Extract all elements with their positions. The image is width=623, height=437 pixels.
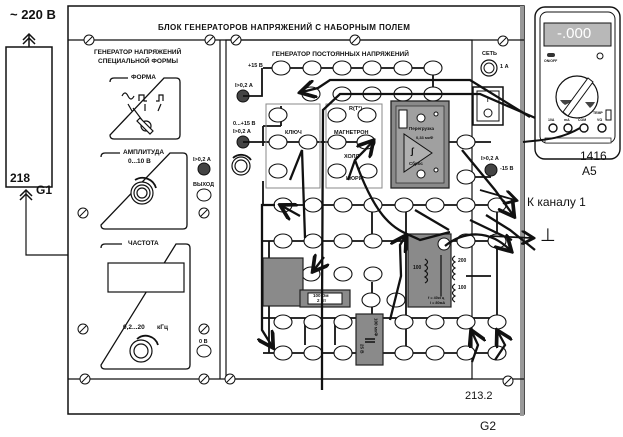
capacitor-voltage: 25 В (359, 344, 365, 354)
channel1-wire (479, 189, 515, 200)
integrator-symbol: ∫ (411, 146, 414, 156)
multimeter-display-bg (543, 22, 612, 47)
supply-label: ~ 220 В (10, 7, 56, 22)
multimeter-display: -.000 (557, 25, 592, 42)
integrator-overload-label: Перегрузка (409, 126, 434, 131)
jack-com-label: COM (578, 118, 587, 122)
breadboard-sockets (268, 60, 507, 361)
curie-label: КЮРИ (346, 176, 363, 182)
frequency-display (107, 262, 185, 293)
amplitude-knob (130, 176, 157, 205)
key-module (265, 103, 321, 189)
resistor-power: 2 Вт (317, 298, 327, 303)
adj-voltage-label: 0...+15 В (233, 121, 256, 127)
frequency-unit: кГц (157, 324, 168, 331)
g1-designator: G1 (36, 183, 53, 197)
jack-ma-label: mA (564, 118, 570, 122)
multimeter-power-label: ON/OFF (544, 59, 558, 63)
amplitude-range: 0...10 В (128, 158, 151, 165)
ground-label: 0 В (199, 339, 208, 345)
magnetron-label: МАГНЕТРОН (334, 130, 369, 136)
waveform-icons (121, 92, 164, 112)
minus15-label: -15 В (500, 166, 514, 172)
integrator-reset-label: Сброс (409, 161, 423, 166)
amplitude-label: АМПЛИТУДА (123, 149, 165, 156)
transformer-spec-1: f = 40кГц (428, 296, 445, 300)
capacitor-value: 100 мкФ (373, 318, 379, 337)
ground-wire (489, 236, 532, 238)
g2-title: БЛОК ГЕНЕРАТОРОВ НАПРЯЖЕНИЙ С НАБОРНЫМ П… (158, 23, 411, 32)
jack-v-label: VΩ (597, 118, 603, 122)
g2-model: 213.2 (465, 390, 493, 402)
channel1-label: К каналу 1 (527, 195, 586, 209)
integrator-cap-label: 0,33 мкФ (416, 135, 434, 140)
g1-block (5, 46, 53, 188)
ground-symbol: ⊥ (540, 225, 556, 245)
multimeter-model: 1416 (580, 149, 607, 163)
dc-gen-title: ГЕНЕРАТОР ПОСТОЯННЫХ НАПРЯЖЕНИЙ (272, 51, 409, 58)
key-label: КЛЮЧ (285, 130, 302, 136)
resistor-value: 100 Ом (313, 293, 329, 298)
form-label: ФОРМА (131, 74, 156, 81)
output-socket (196, 188, 212, 202)
g1-model: 218 (10, 171, 31, 185)
amplitude-overload-label: I>0,2 А (193, 157, 211, 163)
plug-icon (22, 32, 36, 45)
minus15-overload-label: I>0,2 А (481, 156, 499, 162)
adj-voltage-knob (231, 153, 252, 176)
mains-fuse-label: 1 А (500, 64, 509, 70)
plus15-label: +15 В (248, 63, 263, 69)
mains-label: СЕТЬ (482, 51, 497, 57)
amplitude-overload-lamp (197, 162, 211, 176)
temp-label: TEMP (593, 111, 603, 115)
special-gen-title-2: СПЕЦИАЛЬНОЙ ФОРМЫ (98, 58, 178, 65)
multimeter-designator: A5 (582, 164, 597, 178)
form-selector-knob (132, 107, 154, 135)
ground-socket (196, 344, 212, 358)
switch-module (262, 257, 304, 307)
output-label: ВЫХОД (193, 182, 215, 188)
g1-g2-link (25, 190, 70, 256)
screws (77, 34, 514, 387)
minus15-overload-lamp (484, 163, 498, 177)
amplitude-frame (100, 152, 188, 230)
jack-10a-label: 10A (548, 118, 555, 122)
transformer-primary: 100 (413, 265, 422, 271)
frequency-knob (129, 334, 159, 363)
mains-switch-mark[interactable]: I (487, 98, 489, 104)
transformer-spec-2: I = 80мА (430, 301, 446, 305)
plus15-overload-label: I>0,2 А (235, 83, 253, 89)
g2-designator: G2 (480, 419, 497, 433)
form-selector-frame (109, 77, 181, 140)
multimeter-power-button (547, 53, 555, 57)
thermistor-label: R(T°) (349, 106, 363, 112)
frequency-range: 0,2...20 (123, 324, 145, 331)
hall-label: ХОЛЛ (344, 154, 360, 160)
transformer-secondary-top: 200 (458, 258, 467, 264)
plug-icon (19, 188, 33, 201)
magnetron-module (325, 103, 383, 189)
special-gen-title-1: ГЕНЕРАТОР НАПРЯЖЕНИЙ (94, 49, 182, 56)
adj-overload-label: I>0,2 А (233, 129, 251, 135)
frequency-frame (100, 243, 191, 370)
transformer-secondary-bottom: 100 (458, 285, 467, 291)
frequency-label: ЧАСТОТА (128, 240, 159, 247)
